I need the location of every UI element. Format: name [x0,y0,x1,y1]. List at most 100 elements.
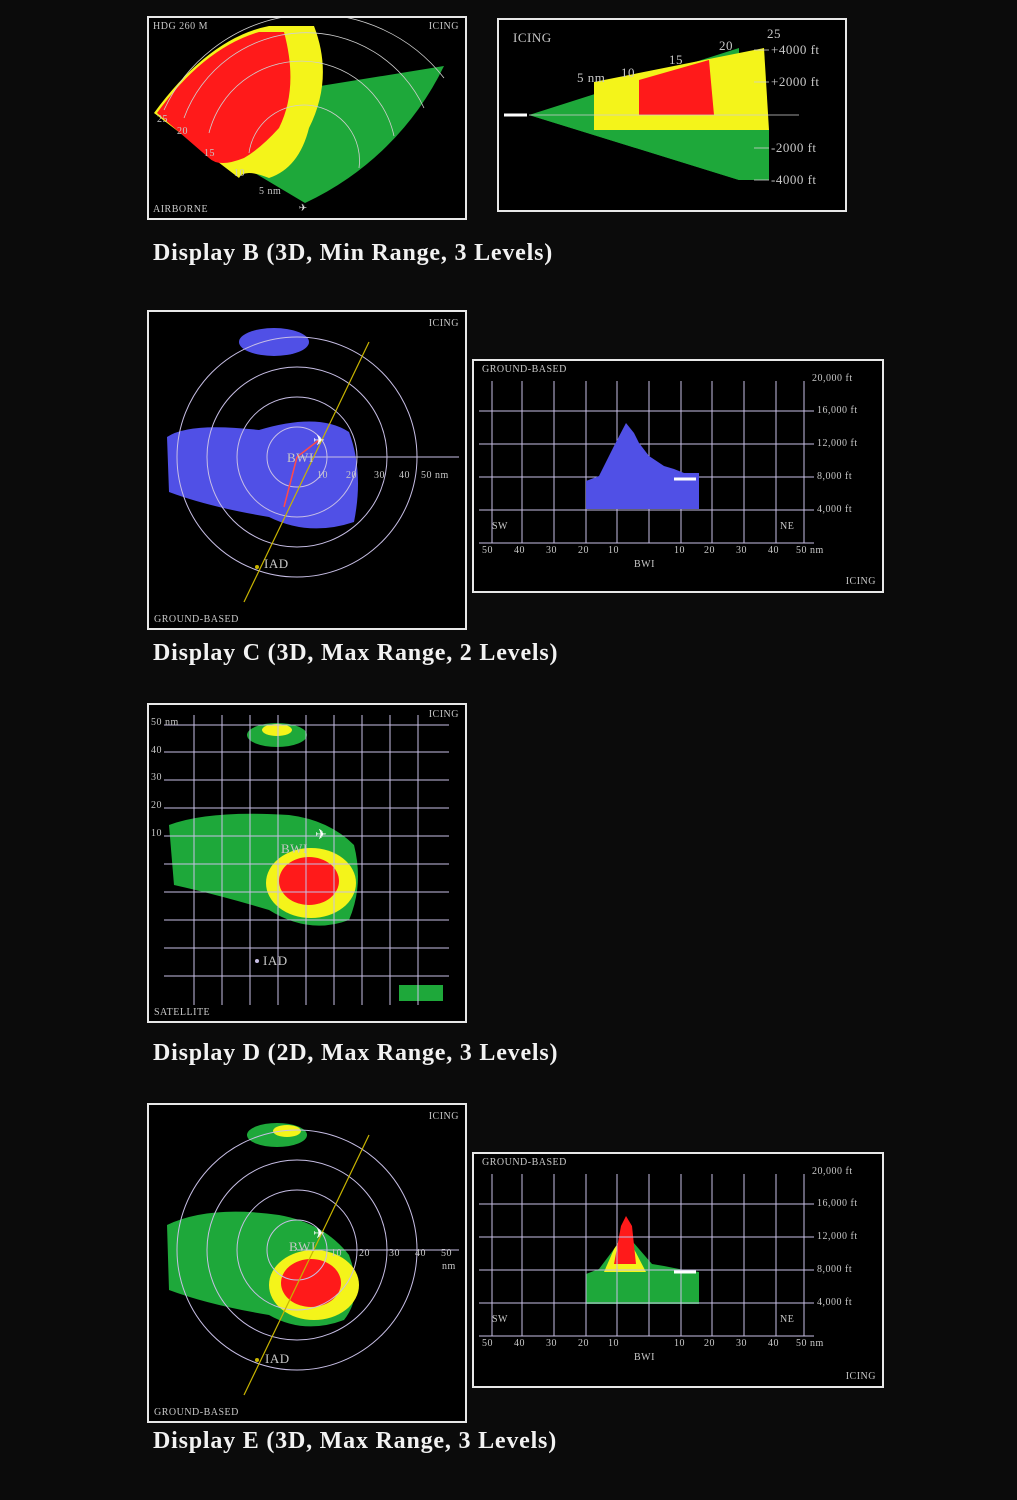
display-c-alt-20000: 20,000 ft [812,373,853,384]
display-b-plan-view: ✈ HDG 260 M ICING AIRBORNE 25 20 15 10 5… [147,16,467,220]
display-b-range-10: 10 [234,168,245,179]
display-e-bwi-label: BWI [289,1239,316,1254]
display-e-x-40-ne: 40 [768,1338,779,1349]
display-b-alt-minus-2000: -2000 ft [771,140,817,155]
display-b-profile-range-5: 5 nm [577,70,606,85]
display-b-profile-range-10: 10 [621,65,635,80]
display-e-iad-label: IAD [265,1351,290,1366]
display-e-plan-radar: ✈ [167,1123,459,1396]
display-c-alt-12000: 12,000 ft [817,438,858,449]
display-c-range-50: 50 nm [421,470,449,481]
display-e-caption: Display E (3D, Max Range, 3 Levels) [153,1428,557,1454]
display-c-x-50-ne: 50 nm [796,545,824,556]
display-c-center-bwi: BWI [634,559,655,570]
display-e-dir-ne: NE [780,1314,795,1325]
display-e-center-bwi: BWI [634,1352,655,1363]
display-b-airborne-label: AIRBORNE [153,204,209,215]
display-d-y-30: 30 [151,772,162,783]
display-e-x-40-sw: 40 [514,1338,525,1349]
display-c-profile-view: GROUND-BASED ICING 20,000 ft 16,000 ft 1… [472,359,884,593]
display-e-range-50: 50 [441,1248,452,1259]
display-c-alt-8000: 8,000 ft [817,471,853,482]
display-d-icing-label: ICING [428,709,459,720]
display-b-alt-plus-4000: +4000 ft [771,42,820,57]
display-e-profile-source: GROUND-BASED [482,1157,567,1168]
display-d-y-40: 40 [151,745,162,756]
display-b-profile-title: ICING [513,30,552,45]
display-c-range-20: 20 [346,470,357,481]
display-b-profile-range-25: 25 [767,26,781,41]
display-c-source-label: GROUND-BASED [154,614,239,625]
display-e-x-30-sw: 30 [546,1338,557,1349]
display-e-profile-chart [479,1174,814,1337]
display-c-dir-sw: SW [492,521,508,532]
display-e-x-50-sw: 50 [482,1338,493,1349]
display-d-y-10: 10 [151,828,162,839]
svg-text:✈: ✈ [299,203,307,214]
display-b-alt-plus-2000: +2000 ft [771,74,820,89]
display-e-dir-sw: SW [492,1314,508,1325]
display-b-range-5: 5 nm [259,186,282,197]
display-b-icing-label: ICING [428,21,459,32]
display-c-plan-radar: ✈ [167,328,459,603]
display-e-x-20-sw: 20 [578,1338,589,1349]
display-c-icing-label: ICING [428,318,459,329]
display-d-plan-view: ✈ ICING SATELLITE 50 nm 40 30 20 10 BWI … [147,703,467,1023]
display-c-x-20-sw: 20 [578,545,589,556]
display-d-y-50: 50 nm [151,717,179,728]
display-b-heading-label: HDG 260 M [153,21,209,32]
display-d-source-label: SATELLITE [154,1007,211,1018]
svg-text:✈: ✈ [313,434,325,449]
display-b-profile-view: ICING 5 nm 10 15 20 25 +4000 ft +2000 ft… [497,18,847,212]
display-d-iad-label: IAD [263,953,288,968]
display-c-iad-label: IAD [264,556,289,571]
display-e-x-20-ne: 20 [704,1338,715,1349]
display-b-profile-chart [504,48,799,181]
display-c-x-10-ne: 10 [674,545,685,556]
display-c-x-20-ne: 20 [704,545,715,556]
display-e-icing-label: ICING [428,1111,459,1122]
display-e-alt-20000: 20,000 ft [812,1166,853,1177]
display-b-range-25: 25 [157,114,168,125]
display-b-profile-range-15: 15 [669,52,683,67]
display-c-range-10: 10 [317,470,328,481]
display-e-range-10: 10 [331,1248,342,1259]
display-c-alt-4000: 4,000 ft [817,504,853,515]
display-e-range-30: 30 [389,1248,400,1259]
display-e-x-50-ne: 50 nm [796,1338,824,1349]
display-d-bwi-label: BWI [281,841,308,856]
display-e-profile-icing: ICING [845,1371,876,1382]
display-c-plan-view: ✈ ICING GROUND-BASED BWI IAD 10 20 30 40… [147,310,467,630]
display-e-x-30-ne: 30 [736,1338,747,1349]
svg-text:✈: ✈ [313,1227,325,1242]
display-e-x-10-ne: 10 [674,1338,685,1349]
display-e-range-40: 40 [415,1248,426,1259]
display-e-range-20: 20 [359,1248,370,1259]
display-c-x-10-sw: 10 [608,545,619,556]
display-e-range-nm: nm [442,1261,456,1272]
display-c-profile-chart [479,381,814,544]
display-e-alt-8000: 8,000 ft [817,1264,853,1275]
display-c-x-50-sw: 50 [482,545,493,556]
display-c-x-30-sw: 30 [546,545,557,556]
display-b-range-15: 15 [204,148,215,159]
display-c-alt-16000: 16,000 ft [817,405,858,416]
display-b-plan-radar: ✈ [154,18,445,214]
display-d-y-20: 20 [151,800,162,811]
display-c-x-30-ne: 30 [736,545,747,556]
display-b-profile-range-20: 20 [719,38,733,53]
display-c-range-30: 30 [374,470,385,481]
svg-text:✈: ✈ [315,828,327,843]
display-d-plan-grid: ✈ [164,715,449,1005]
display-e-alt-16000: 16,000 ft [817,1198,858,1209]
display-c-profile-icing: ICING [845,576,876,587]
display-c-range-40: 40 [399,470,410,481]
display-e-source-label: GROUND-BASED [154,1407,239,1418]
display-c-dir-ne: NE [780,521,795,532]
display-e-alt-4000: 4,000 ft [817,1297,853,1308]
display-c-profile-source: GROUND-BASED [482,364,567,375]
display-e-alt-12000: 12,000 ft [817,1231,858,1242]
display-b-caption: Display B (3D, Min Range, 3 Levels) [153,240,553,266]
display-c-x-40-ne: 40 [768,545,779,556]
display-c-caption: Display C (3D, Max Range, 2 Levels) [153,640,559,666]
